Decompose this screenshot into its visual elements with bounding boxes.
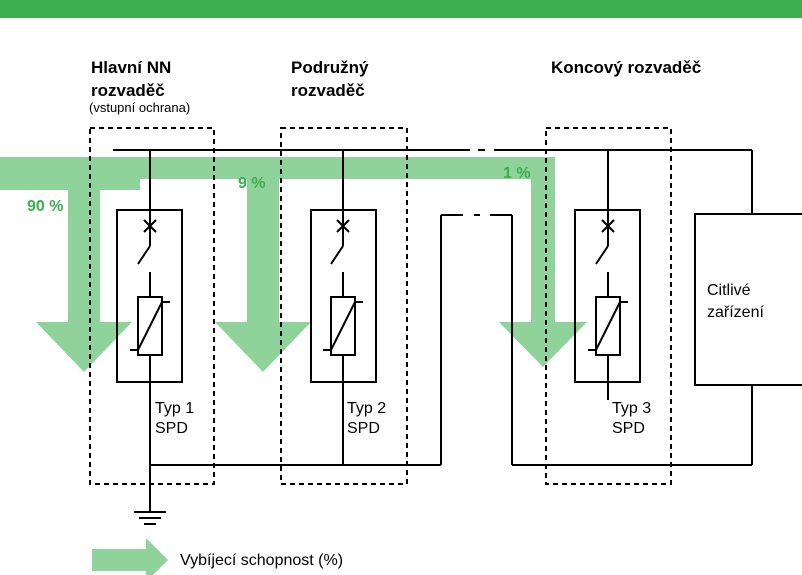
- spd-boxes: [116, 209, 641, 383]
- spd-type1-label: Typ 1 SPD: [155, 399, 194, 439]
- percent-1-label: 1 %: [503, 165, 531, 182]
- spd-type3-label-line1: Typ 3: [612, 400, 652, 417]
- spd-type3-label: Typ 3 SPD: [612, 399, 651, 439]
- spd-type1-symbol: [130, 219, 170, 356]
- main-board-subtitle: (vstupní ochrana): [89, 100, 191, 115]
- main-board-title-line1: Hlavní NN: [91, 58, 172, 77]
- main-board-title: Hlavní NN rozvaděč: [91, 56, 171, 102]
- percent-9-label: 9 %: [238, 175, 266, 192]
- spd-type3-box: [574, 209, 641, 383]
- spd-type3-symbol: [588, 219, 628, 356]
- sensitive-device-label-line2: zařízení: [707, 304, 764, 321]
- discharge-flow: [0, 157, 587, 575]
- spd-type1-label-line1: Typ 1: [155, 400, 195, 417]
- sensitive-device-label: Citlivé zařízení: [707, 280, 764, 324]
- spd-type2-symbol: [323, 219, 363, 356]
- top-accent-bar: [0, 0, 802, 18]
- wiring: [113, 149, 753, 512]
- end-board-enclosure: [545, 127, 672, 485]
- board-enclosures: [89, 127, 672, 485]
- spd-type2-label: Typ 2 SPD: [347, 399, 386, 439]
- legend-arrow-icon: [92, 538, 168, 575]
- sub-board-enclosure: [280, 127, 408, 485]
- flow-arrow-9: [140, 157, 555, 372]
- ground-icon: [134, 511, 166, 525]
- sensitive-device-box: [694, 213, 802, 386]
- end-board-title: Koncový rozvaděč: [551, 58, 702, 77]
- spd-type2-box: [310, 209, 377, 383]
- main-board-enclosure: [89, 127, 215, 485]
- sensitive-device-label-line1: Citlivé: [707, 282, 751, 299]
- spd-type2-label-line1: Typ 2: [347, 400, 387, 417]
- spd-type2-label-line2: SPD: [347, 420, 380, 437]
- sub-board-title-line2: rozvaděč: [291, 81, 365, 100]
- spd-type3-label-line2: SPD: [612, 420, 645, 437]
- spd-type1-label-line2: SPD: [155, 420, 188, 437]
- flow-arrow-90: [0, 157, 140, 372]
- sub-board-title: Podružný rozvaděč: [291, 56, 368, 102]
- sub-board-title-line1: Podružný: [291, 58, 369, 77]
- legend-label: Vybíjecí schopnost (%): [180, 552, 344, 569]
- percent-90-label: 90 %: [27, 198, 64, 215]
- flow-arrow-1: [279, 157, 587, 367]
- spd-type1-box: [116, 209, 183, 383]
- main-board-title-line2: rozvaděč: [91, 81, 165, 100]
